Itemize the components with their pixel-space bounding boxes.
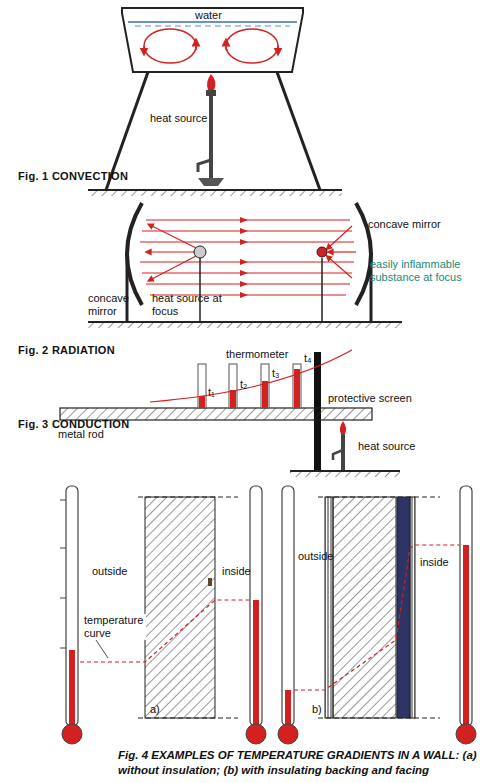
figure-title: Fig. 1 CONVECTION [18, 170, 128, 183]
part-label: thermometer [226, 348, 288, 361]
concave-mirror [127, 203, 142, 305]
convection-figure [88, 8, 342, 196]
part-label: concave mirror [368, 218, 441, 231]
conduction-figure [60, 350, 400, 477]
temperature-curve [80, 600, 250, 662]
water-bowl [122, 8, 303, 72]
convection-loop [144, 29, 196, 63]
callout-label: t₂ [240, 378, 247, 391]
part-label: heat source [150, 112, 207, 125]
part-label: temperature curve [84, 614, 146, 640]
callout-label: t₁ [208, 386, 215, 399]
insulating-backing [397, 497, 410, 718]
callout-label: t₄ [304, 352, 312, 365]
part-label: protective screen [328, 392, 412, 405]
part-label: metal rod [58, 428, 104, 441]
part-label: heat source [358, 440, 415, 453]
radiation-figure [88, 203, 402, 328]
region-label: outside [298, 550, 333, 563]
wall-figure [60, 486, 476, 744]
wall [333, 497, 396, 718]
part-label: heat source at focus [152, 292, 222, 318]
figure-title: Fig. 2 RADIATION [18, 344, 115, 357]
inflammable-substance [317, 247, 327, 257]
wall [145, 497, 215, 718]
figure-caption: Fig. 4 EXAMPLES OF TEMPERATURE GRADIENTS… [118, 748, 490, 778]
part-label: water [195, 9, 222, 22]
part-label: easily inflammable substance at focus [370, 258, 485, 284]
convection-loop [226, 29, 278, 63]
panel-label: b) [312, 703, 322, 716]
region-label: inside [222, 565, 251, 578]
flame [207, 74, 215, 90]
region-label: outside [92, 565, 127, 578]
temperature-curve [294, 545, 460, 690]
region-label: inside [420, 556, 449, 569]
heat-source [194, 246, 206, 258]
callout-label: t₃ [272, 367, 280, 380]
panel-label: a) [150, 703, 160, 716]
part-label: concave mirror [88, 292, 138, 318]
facing [325, 497, 333, 718]
